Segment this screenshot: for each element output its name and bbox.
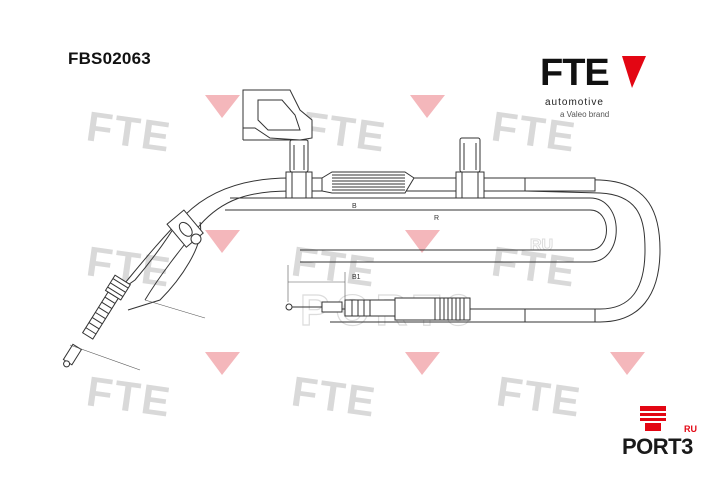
brand-name: FTE xyxy=(540,52,610,94)
sheath-segment xyxy=(524,308,596,323)
brand-subtag: a Valeo brand xyxy=(560,110,610,119)
dimension-line xyxy=(69,344,141,371)
brand-tagline: automotive xyxy=(545,97,604,108)
cable-inner-loop xyxy=(230,197,617,263)
watermark-layer: FTE FTE FTE FTE FTE FTE FTE FTE FTE PORT… xyxy=(84,95,645,426)
piston-icon xyxy=(640,406,666,431)
right-mount-clip xyxy=(455,137,485,199)
watermark-flag-icon xyxy=(405,230,440,253)
watermark-fte: FTE xyxy=(84,102,175,160)
guide-grommet xyxy=(190,233,202,245)
left-cable-eye-end xyxy=(62,343,83,368)
watermark-port-suffix: RU xyxy=(530,237,553,254)
port3-name: PORT3 xyxy=(622,434,693,459)
dimension-labels: B R B1 xyxy=(352,203,439,281)
watermark-flag-icon xyxy=(610,352,645,375)
left-end-fitting xyxy=(81,274,132,340)
dimension-r-label: R xyxy=(434,215,439,222)
watermark-fte: FTE xyxy=(84,367,175,425)
fte-brand-logo: FTE automotive a Valeo brand xyxy=(540,52,646,122)
cable-outer-sheath xyxy=(290,190,646,310)
wire-end-nipple xyxy=(285,303,293,311)
cable-inner-loop xyxy=(225,209,607,251)
adjuster-ribbed-section xyxy=(321,171,415,194)
bracket-plate xyxy=(242,89,313,141)
watermark-fte-row3: FTE FTE FTE xyxy=(84,352,645,426)
watermark-flag-icon xyxy=(410,95,445,118)
watermark-fte: FTE xyxy=(494,367,585,425)
lower-cable-assembly xyxy=(285,297,525,323)
left-mount-clip xyxy=(285,139,313,199)
watermark-fte: FTE xyxy=(289,367,380,425)
bracket-plate xyxy=(257,99,301,131)
cable-assembly xyxy=(62,89,661,371)
cable-outer-sheath xyxy=(290,177,661,323)
watermark-flag-icon xyxy=(205,352,240,375)
watermark-flag-icon xyxy=(405,352,440,375)
dimension-b-label: B xyxy=(352,203,357,210)
ribbed-sleeve xyxy=(394,297,436,321)
watermark-fte-row1: FTE FTE FTE xyxy=(84,95,580,161)
dimension-b1-label: B1 xyxy=(352,274,361,281)
port3-site-logo: RU PORT3 xyxy=(620,404,710,460)
crimp-ferrule xyxy=(321,301,343,313)
port3-region: RU xyxy=(684,424,697,434)
brand-flag-icon xyxy=(622,56,646,88)
watermark-flag-icon xyxy=(205,230,240,253)
watermark-flag-icon xyxy=(205,95,240,118)
sheath-segment xyxy=(524,177,596,192)
part-number: FBS02063 xyxy=(68,49,151,68)
dimension-line xyxy=(144,299,206,319)
